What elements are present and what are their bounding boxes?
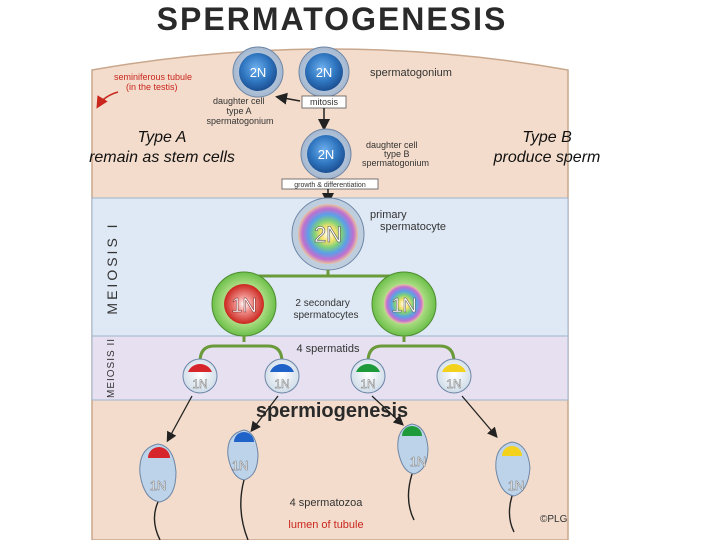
secondary-spermatocytes-label: 2 secondary spermatocytes xyxy=(293,298,358,321)
ploidy-label: 1N xyxy=(410,454,427,469)
spermatozoon: 1N xyxy=(139,443,177,540)
spermiogenesis-arrow xyxy=(371,395,404,426)
branch-to-spermatids xyxy=(198,336,456,363)
tubule-label: seminiferous tubule (in the testis) xyxy=(114,72,195,92)
ploidy-label: 1N xyxy=(360,377,375,391)
growth-box xyxy=(281,178,379,190)
primary-spermatocyte-cell: 2N xyxy=(291,197,365,271)
type-b-annotation: Type B produce sperm xyxy=(452,128,642,168)
spermatogonium-label: spermatogonium xyxy=(370,67,452,79)
meiosis-ii-band xyxy=(91,335,569,401)
daughter-b-label: daughter cell type B spermatogonium xyxy=(362,140,429,168)
type-a-title: Type A xyxy=(137,129,187,146)
spermatozoon: 1N xyxy=(495,441,531,533)
type-a-description: remain as stem cells xyxy=(89,149,235,166)
secondary-spermatocyte-cell-left: 1N xyxy=(211,271,277,337)
ploidy-label: 2N xyxy=(318,147,335,162)
spermatozoon: 1N xyxy=(227,429,259,540)
spermatid-cell: 1N xyxy=(182,358,218,394)
ploidy-label: 2N xyxy=(250,65,267,80)
spermatid-cell: 1N xyxy=(350,358,386,394)
spermatozoon: 1N xyxy=(397,423,429,521)
mitosis-arrow-left xyxy=(275,92,301,105)
ploidy-label: 2N xyxy=(314,222,342,247)
spermiogenesis-arrow xyxy=(166,395,193,443)
meiosis-i-label: MEIOSIS I xyxy=(104,221,120,314)
spermatid-cell: 1N xyxy=(436,358,472,394)
type-a-annotation: Type A remain as stem cells xyxy=(62,128,262,168)
copyright-label: ©PLG xyxy=(540,514,568,525)
growth-label: growth & differentiation xyxy=(294,182,366,189)
spermiogenesis-label: spermiogenesis xyxy=(256,400,408,422)
type-b-description: produce sperm xyxy=(493,149,601,166)
daughter-a-label: daughter cell type A spermatogonium xyxy=(206,96,273,126)
ploidy-label: 1N xyxy=(192,377,207,391)
meiosis-ii-label: MEIOSIS II xyxy=(106,338,117,398)
type-b-title: Type B xyxy=(522,129,572,146)
type-b-spermatogonium-cell: 2N xyxy=(300,128,352,180)
ploidy-label: 1N xyxy=(231,295,257,317)
lumen-label: lumen of tubule xyxy=(288,519,363,531)
ploidy-label: 1N xyxy=(508,478,525,493)
primary-spermatocyte-label: primary spermatocyte xyxy=(370,209,446,233)
tubule-pointer-arrow xyxy=(96,91,119,109)
secondary-spermatocyte-cell-right: 1N xyxy=(371,271,437,337)
ploidy-label: 1N xyxy=(274,377,289,391)
ploidy-label: 1N xyxy=(150,478,167,493)
spermatogonium-cell: 2N xyxy=(298,46,350,98)
diagram-title: SPERMATOGENESIS xyxy=(157,1,508,37)
spermiogenesis-arrow xyxy=(250,395,279,433)
spermatid-cell: 1N xyxy=(264,358,300,394)
spermatids-label: 4 spermatids xyxy=(297,343,360,355)
ploidy-label: 1N xyxy=(446,377,461,391)
spermatozoa-label: 4 spermatozoa xyxy=(290,497,364,509)
ploidy-label: 1N xyxy=(232,458,249,473)
spermiogenesis-arrow xyxy=(461,395,498,438)
type-a-spermatogonium-cell: 2N xyxy=(232,46,284,98)
mitosis-label: mitosis xyxy=(310,97,339,107)
ploidy-label: 1N xyxy=(391,295,417,317)
ploidy-label: 2N xyxy=(316,65,333,80)
